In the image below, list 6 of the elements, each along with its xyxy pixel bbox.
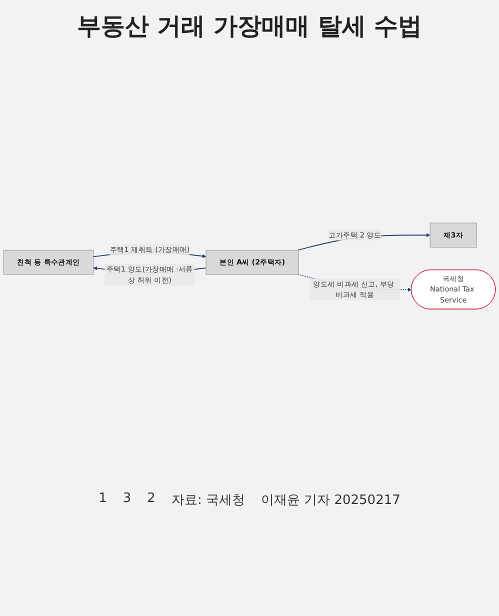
- step-number: 1: [98, 490, 108, 508]
- note: 이재윤 기자 20250217: [260, 492, 402, 510]
- step-number: 3: [122, 490, 132, 508]
- title: 부동산 거래 가장매매 탈세 수법: [76, 11, 424, 42]
- step-number: 2: [146, 490, 156, 508]
- note: 자료: 국세청: [170, 492, 246, 510]
